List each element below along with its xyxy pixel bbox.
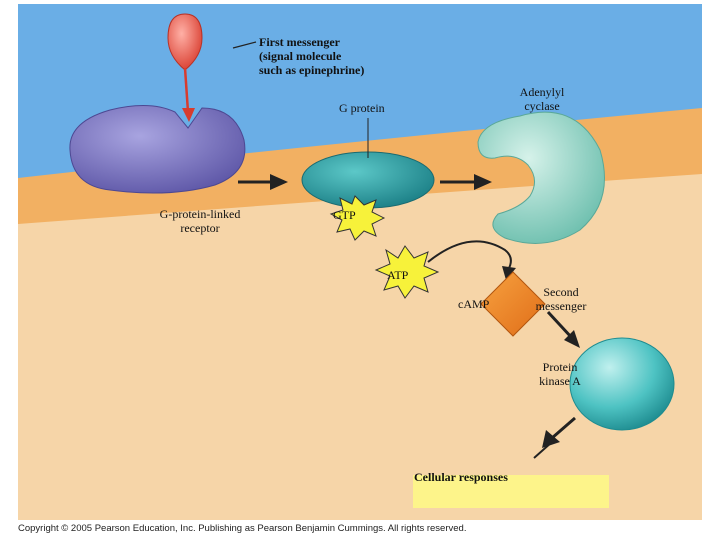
- atp-burst: [374, 245, 440, 299]
- second-messenger-line-1: Second: [543, 285, 579, 299]
- first-messenger-line-2: (signal molecule: [259, 49, 342, 63]
- receptor-line-1: G-protein-linked: [159, 207, 241, 221]
- g-protein-linked-receptor: [69, 104, 246, 194]
- receptor-line-2: receptor: [180, 221, 220, 235]
- first-messenger-line-3: such as epinephrine): [259, 63, 365, 77]
- camp-diamond: [480, 271, 546, 337]
- arrows-to-responses: [533, 416, 576, 459]
- arrow-atp-to-camp: [427, 240, 516, 280]
- adenylyl-cyclase: [477, 111, 605, 244]
- adenylyl-cyclase-line-2: cyclase: [524, 99, 560, 113]
- adenylyl-cyclase-label: Adenylyl cyclase: [512, 85, 572, 113]
- cytoplasm: [18, 174, 702, 520]
- protein-kinase-label: Protein kinase A: [528, 360, 592, 388]
- second-messenger-label: Second messenger: [522, 285, 600, 313]
- atp-label: ATP: [387, 268, 409, 282]
- protein-kinase-line-2: kinase A: [539, 374, 581, 388]
- cellular-responses-box: [413, 475, 609, 508]
- cellular-responses-label: Cellular responses: [414, 470, 508, 484]
- first-messenger-label: First messenger (signal molecule such as…: [259, 35, 364, 77]
- first-messenger-line-1: First messenger: [259, 35, 340, 49]
- arrow-camp-to-kinase: [546, 310, 580, 348]
- copyright-notice: Copyright © 2005 Pearson Education, Inc.…: [18, 523, 467, 534]
- arrow-receptor-to-gprotein: [238, 174, 288, 190]
- second-messenger-line-2: messenger: [535, 299, 587, 313]
- signal-molecule: [167, 13, 203, 71]
- gtp-label: GTP: [333, 208, 356, 222]
- binding-arrow: [182, 67, 195, 122]
- camp-label: cAMP: [458, 297, 490, 311]
- g-protein-label: G protein: [339, 101, 385, 115]
- gtp-burst: [329, 195, 386, 241]
- protein-kinase-line-1: Protein: [542, 360, 578, 374]
- arrow-gprotein-to-cyclase: [440, 174, 492, 190]
- protein-kinase-a: [569, 337, 675, 431]
- first-messenger-leader: [232, 41, 257, 49]
- g-protein: [301, 151, 435, 209]
- receptor-label: G-protein-linked receptor: [140, 207, 260, 235]
- adenylyl-cyclase-line-1: Adenylyl: [519, 85, 565, 99]
